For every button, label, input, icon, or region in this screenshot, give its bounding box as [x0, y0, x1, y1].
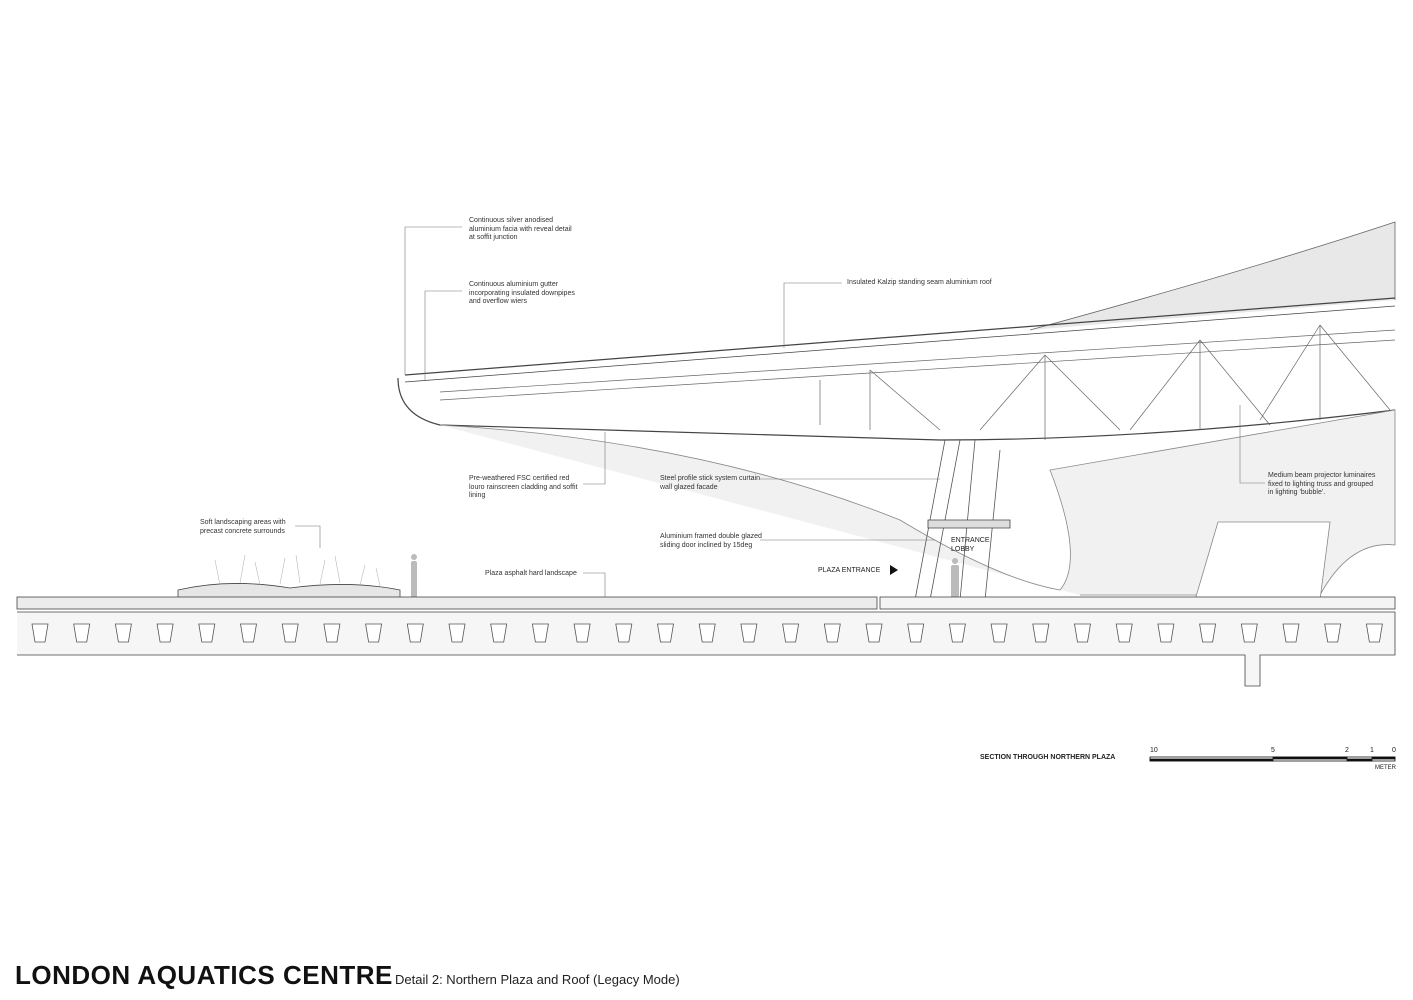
- foundation-coffer: [657, 623, 674, 643]
- scale-unit: METER: [1375, 765, 1396, 771]
- scale-tick: 0: [1392, 747, 1396, 754]
- foundation-coffer: [156, 623, 174, 643]
- foundation-coffer: [990, 623, 1008, 643]
- annotation-cladding: Pre-weathered FSC certified red louro ra…: [469, 475, 578, 499]
- annotation-sliding-door: Aluminium framed double glazed sliding d…: [660, 533, 762, 549]
- plaza-entrance-label: PLAZA ENTRANCE: [818, 567, 881, 574]
- person-figure: [411, 554, 959, 598]
- foundation-coffer: [1199, 623, 1217, 643]
- annotation-gutter: Continuous aluminium gutter incorporatin…: [469, 281, 575, 305]
- foundation-coffer: [1324, 623, 1342, 643]
- section-title: SECTION THROUGH NORTHERN PLAZA: [980, 754, 1116, 761]
- annotation-curtain-wall: Steel profile stick system curtain wall …: [660, 475, 760, 491]
- scale-tick: 2: [1345, 747, 1349, 754]
- foundation-coffer: [823, 623, 841, 643]
- foundation-coffer: [1240, 623, 1258, 643]
- bubble: [439, 409, 1396, 596]
- foundation-coffer: [31, 623, 49, 643]
- roof-top: [404, 297, 1396, 376]
- foundation-coffer: [365, 623, 383, 643]
- entrance-arrow: [890, 565, 898, 575]
- foundation-coffer: [240, 623, 257, 643]
- page-subtitle: Detail 2: Northern Plaza and Roof (Legac…: [395, 972, 680, 987]
- foundation-coffer: [740, 623, 758, 643]
- foundation-coffer: [114, 623, 132, 643]
- annotation-landscaping: Soft landscaping areas with precast conc…: [200, 519, 286, 535]
- foundation-coffer: [281, 623, 299, 643]
- foundation-coffer: [615, 623, 633, 643]
- foundation-coffer: [490, 623, 508, 643]
- grass: [214, 554, 381, 587]
- annotation-facia: Continuous silver anodised aluminium fac…: [469, 217, 572, 241]
- foundation-coffer: [573, 623, 591, 643]
- foundation-coffer: [1032, 623, 1050, 643]
- annotation-roof: Insulated Kalzip standing seam aluminium…: [847, 279, 992, 286]
- foundation-coffer: [1365, 623, 1383, 643]
- interior-block: [1194, 521, 1331, 601]
- scale-bar: [1149, 756, 1396, 762]
- foundation: [17, 611, 1396, 687]
- roof-soffit: [397, 377, 1396, 441]
- scale-tick: 10: [1150, 747, 1158, 754]
- upper-roof: [1029, 221, 1396, 331]
- foundation-coffer: [73, 623, 91, 643]
- foundation-coffer: [1115, 623, 1133, 643]
- foundation-coffer: [323, 623, 341, 643]
- annotation-luminaires: Medium beam projector luminaires fixed t…: [1268, 472, 1376, 496]
- foundation-coffer: [531, 623, 549, 643]
- foundation-coffer: [948, 623, 966, 643]
- foundation-coffer: [1157, 623, 1175, 643]
- entrance-lobby-label: ENTRANCE LOBBY: [951, 537, 990, 553]
- leader-lines: [295, 226, 1265, 597]
- foundation-coffer: [698, 623, 716, 643]
- plaza-slab: [16, 596, 878, 610]
- foundation-coffer: [907, 623, 925, 643]
- scale-tick: 5: [1271, 747, 1275, 754]
- foundation-coffer: [865, 623, 883, 643]
- foundation-coffer: [1074, 623, 1091, 643]
- scale-tick: 1: [1370, 747, 1374, 754]
- foundation-coffer: [198, 623, 216, 643]
- foundation-coffer: [448, 623, 466, 643]
- foundation-coffer: [1282, 623, 1300, 643]
- foundation-coffer: [406, 623, 424, 643]
- truss: [439, 324, 1396, 440]
- annotation-asphalt: Plaza asphalt hard landscape: [485, 570, 577, 577]
- page-title: LONDON AQUATICS CENTRE: [15, 960, 393, 990]
- foundation-coffer: [782, 623, 800, 643]
